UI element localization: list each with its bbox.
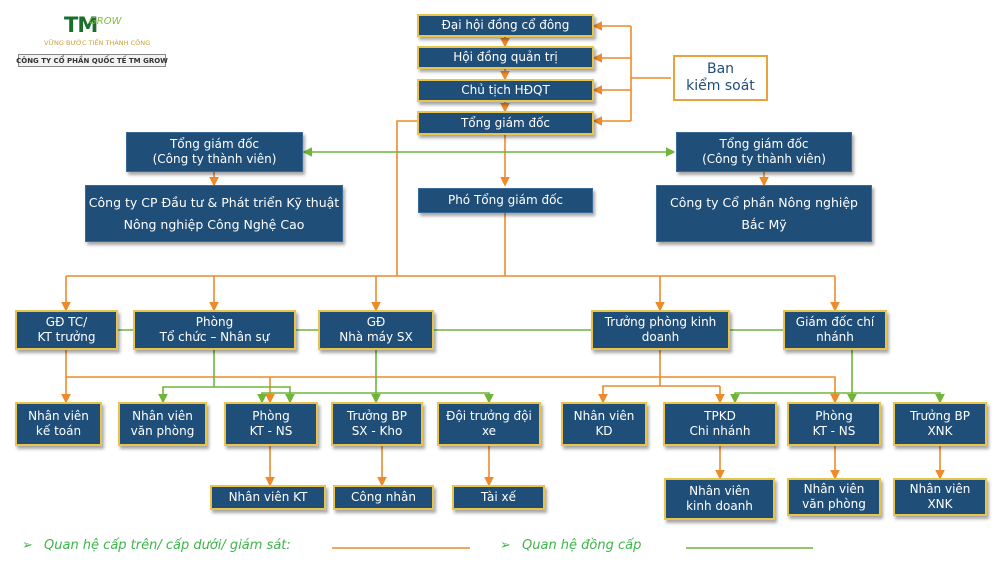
- box-label-line2: văn phòng: [802, 497, 866, 511]
- ban-label-line1: Ban: [706, 61, 735, 77]
- box-cong-nhan: Công nhân: [333, 485, 434, 510]
- logo-tm-text: TM: [64, 13, 98, 37]
- box-label-line2: kinh doanh: [686, 499, 753, 513]
- box-label-line2: Nhà máy SX: [339, 330, 413, 344]
- box-label: Tài xế: [481, 490, 516, 504]
- box-label-line1: Phòng: [195, 315, 234, 329]
- box-label-line1: Nhân viên: [28, 409, 89, 423]
- box-nhan-vien-van-phong-right: Nhân viên văn phòng: [787, 478, 881, 516]
- ban-label-line2: kiểm soát: [686, 78, 755, 94]
- legend-peer-label: Quan hệ đồng cấp: [522, 538, 642, 553]
- box-hoi-dong-quan-tri: Hội đồng quản trị: [417, 46, 594, 69]
- box-label-line2: kế toán: [35, 424, 82, 438]
- legend-arrow-icon: ➢: [22, 538, 33, 553]
- legend-hierarchy-label: Quan hệ cấp trên/ cấp dưới/ giám sát:: [44, 538, 291, 553]
- box-label-line1: Nhân viên: [132, 409, 193, 423]
- box-label-line1: Giám đốc chí: [795, 315, 875, 329]
- box-cong-ty-bac-my: Công ty Cổ phần Nông nghiệp Bắc Mỹ: [656, 185, 872, 242]
- box-label-line1: Nhân viên: [573, 409, 635, 423]
- box-label-line1: Trưởng BP: [910, 409, 970, 423]
- box-label: Tổng giám đốc: [460, 115, 551, 130]
- box-label-line1: Phòng: [815, 409, 853, 423]
- box-label-line2: KT - NS: [812, 424, 856, 438]
- logo-slogan: VỮNG BƯỚC TIẾN THÀNH CÔNG: [44, 39, 151, 47]
- box-nhan-vien-kd: Nhân viên KD: [561, 402, 647, 446]
- box-phong-to-chuc-nhan-su: Phòng Tổ chức – Nhân sự: [133, 310, 296, 350]
- box-label-line1: GĐ TC/: [45, 315, 88, 329]
- box-tai-xe: Tài xế: [452, 485, 545, 510]
- box-gd-tc-kt-truong: GĐ TC/ KT trưởng: [15, 310, 118, 350]
- box-label: Công nhân: [351, 490, 416, 504]
- box-nhan-vien-kinh-doanh: Nhân viên kinh doanh: [664, 478, 775, 520]
- box-label-line1: Phòng: [252, 409, 290, 423]
- box-label-line1: Trưởng phòng kinh: [604, 315, 717, 329]
- box-tgd-cong-ty-thanh-vien-left: Tổng giám đốc (Công ty thành viên): [126, 132, 303, 172]
- box-label-line1: Trưởng BP: [347, 409, 407, 423]
- box-label-line2: SX - Kho: [351, 424, 403, 438]
- box-nhan-vien-van-phong: Nhân viên văn phòng: [118, 402, 207, 446]
- box-label-line1: GĐ: [366, 315, 386, 329]
- box-phong-kt-ns-left: Phòng KT - NS: [224, 402, 318, 446]
- box-label-line2: Bắc Mỹ: [741, 216, 787, 232]
- box-pho-tong-giam-doc: Phó Tổng giám đốc: [418, 188, 593, 213]
- box-truong-bp-xnk: Trưởng BP XNK: [893, 402, 987, 446]
- box-label-line1: Công ty Cổ phần Nông nghiệp: [670, 194, 858, 210]
- box-label: Phó Tổng giám đốc: [447, 193, 564, 207]
- box-cong-ty-cp-dau-tu: Công ty CP Đầu tư & Phát triển Kỹ thuật …: [85, 185, 343, 242]
- box-nhan-vien-kt: Nhân viên KT: [210, 485, 326, 510]
- box-chu-tich-hdqt: Chủ tịch HĐQT: [417, 79, 594, 102]
- box-label-line2: XNK: [927, 424, 953, 438]
- ban-kiem-soat-box: Ban kiểm soát: [673, 55, 768, 101]
- box-label-line1: TPKD: [704, 409, 736, 423]
- box-label-line2: XNK: [927, 497, 953, 511]
- legend-arrow-icon: ➢: [500, 538, 511, 553]
- box-label: Chủ tịch HĐQT: [461, 83, 550, 97]
- box-label: Đại hội đồng cổ đông: [441, 18, 570, 32]
- box-label-line2: doanh: [641, 330, 680, 344]
- box-tpkd-chi-nhanh: TPKD Chi nhánh: [663, 402, 777, 446]
- box-label: Nhân viên KT: [228, 490, 308, 504]
- box-label-line1: Tổng giám đốc: [169, 137, 260, 151]
- box-label-line2: xe: [481, 424, 497, 438]
- box-label-line1: Đội trưởng đội: [446, 409, 532, 423]
- box-label-line1: Nhân viên: [803, 482, 865, 496]
- logo-grow-text: GROW: [89, 16, 122, 27]
- box-label-line2: KD: [595, 424, 613, 438]
- box-label-line2: KT trưởng: [37, 330, 96, 344]
- box-tgd-cong-ty-thanh-vien-right: Tổng giám đốc (Công ty thành viên): [676, 132, 852, 172]
- box-label-line2: Chi nhánh: [689, 424, 751, 438]
- box-nhan-vien-ke-toan: Nhân viên kế toán: [15, 402, 102, 446]
- logo-company-name: CÔNG TY CỔ PHẦN QUỐC TẾ TM GROW: [16, 54, 168, 67]
- box-doi-truong-doi-xe: Đội trưởng đội xe: [437, 402, 541, 446]
- box-label-line2: Tổ chức – Nhân sự: [159, 330, 270, 344]
- box-phong-kt-ns-right: Phòng KT - NS: [787, 402, 881, 446]
- box-label-line1: Tổng giám đốc: [719, 137, 809, 151]
- box-nhan-vien-xnk: Nhân viên XNK: [893, 478, 987, 516]
- box-gd-nha-may-sx: GĐ Nhà máy SX: [318, 310, 434, 350]
- box-dai-hoi-dong-co-dong: Đại hội đồng cổ đông: [417, 14, 594, 37]
- box-label-line2: (Công ty thành viên): [702, 152, 826, 166]
- box-label: Hội đồng quản trị: [453, 50, 558, 64]
- box-giam-doc-chi-nhanh: Giám đốc chí nhánh: [783, 310, 887, 350]
- box-label-line2: văn phòng: [130, 424, 195, 438]
- box-label-line1: Công ty CP Đầu tư & Phát triển Kỹ thuật: [88, 194, 340, 210]
- box-label-line2: KT - NS: [249, 424, 293, 438]
- box-tong-giam-doc: Tổng giám đốc: [417, 111, 594, 135]
- box-label-line1: Nhân viên: [909, 482, 971, 496]
- box-label-line2: (Công ty thành viên): [152, 152, 277, 166]
- box-label-line1: Nhân viên: [689, 484, 750, 498]
- box-truong-bp-sx-kho: Trưởng BP SX - Kho: [331, 402, 423, 446]
- box-label-line2: Nông nghiệp Công Nghệ Cao: [123, 216, 305, 232]
- box-truong-phong-kinh-doanh: Trưởng phòng kinh doanh: [591, 310, 730, 350]
- box-label-line2: nhánh: [816, 330, 854, 344]
